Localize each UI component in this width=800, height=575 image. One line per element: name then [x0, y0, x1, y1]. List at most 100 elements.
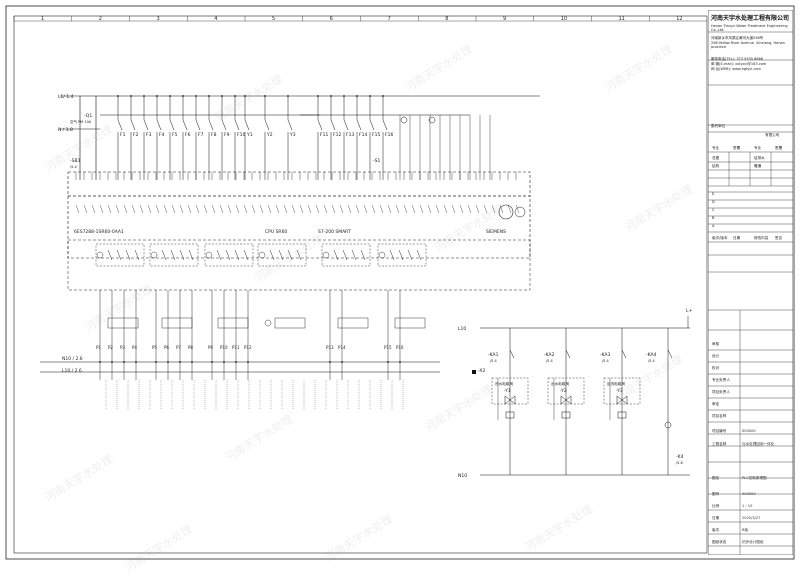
k4-label: -K4 — [676, 454, 684, 460]
solenoid-valve-icon — [560, 395, 572, 405]
output-label: P4 — [132, 345, 137, 350]
output-label: P1 — [96, 345, 101, 350]
field-value: PLC控制原理图 — [742, 476, 767, 480]
sb1-label: -SB1 — [70, 158, 81, 164]
role-header: 签署 — [733, 146, 741, 150]
bus-node — [343, 95, 345, 97]
field-label: 图号 — [712, 492, 720, 496]
review-row-label: 审定 — [712, 402, 720, 406]
output-label: P13 — [326, 345, 334, 350]
column-number: 9 — [503, 16, 506, 22]
plc-model-left: 6ES7288-1SR60-0AA1 — [74, 229, 124, 235]
input-label: F7 — [198, 132, 204, 138]
revision-letter: E — [712, 192, 715, 196]
input-label: F9 — [224, 132, 230, 138]
relay-contact — [667, 349, 673, 359]
role-header: 专业 — [754, 146, 762, 150]
field-value: 1 : 10 — [742, 504, 753, 508]
bus-node — [317, 95, 319, 97]
terminal-x2 — [472, 370, 476, 374]
contactor-block — [217, 317, 249, 329]
contact-blade — [369, 119, 375, 131]
bus-node — [264, 95, 266, 97]
input-label: F6 — [185, 132, 191, 138]
relay-coil-symbol — [322, 251, 330, 259]
bus-node — [369, 95, 371, 97]
bus-node — [244, 95, 246, 97]
contact-blade — [130, 119, 136, 131]
valve-circuit: -KA1/5.4-KA2/5.4-KA3/5.4-KA4/5.4进水电磁阀-Y1… — [472, 316, 689, 475]
review-row-label: 专业负责人 — [712, 378, 730, 382]
output-label: P15 — [384, 345, 392, 350]
relay-ref: /5.4 — [546, 359, 554, 363]
column-number: 3 — [157, 16, 160, 22]
field-label: 图名 — [712, 476, 720, 480]
input-label: F14 — [359, 132, 367, 138]
input-label: F2 — [133, 132, 139, 138]
output-label: P7 — [176, 345, 181, 350]
field-value: B版 — [742, 528, 749, 532]
output-label: P11 — [232, 345, 240, 350]
contact-blade — [234, 119, 240, 131]
input-label: F16 — [385, 132, 393, 138]
field-label: 比例 — [712, 504, 720, 508]
solenoid-coil-icon — [561, 411, 571, 419]
plc-bottom-terminal-block — [67, 239, 531, 291]
valve-note: 出水电磁阀 — [551, 381, 569, 386]
bus-node — [143, 95, 145, 97]
plc-series: S7-200 SMART — [318, 229, 351, 235]
input-label: F4 — [159, 132, 165, 138]
column-number: 10 — [561, 16, 567, 22]
column-number: 8 — [445, 16, 448, 22]
contact-blade — [356, 119, 362, 131]
output-label: P10 — [220, 345, 228, 350]
bus-node — [399, 361, 401, 363]
contact-blade — [244, 119, 250, 131]
contact-blade — [221, 119, 227, 131]
output-label: P12 — [244, 345, 252, 350]
bus-node — [123, 361, 125, 363]
input-label: F13 — [346, 132, 354, 138]
review-row-label: 审核 — [712, 342, 720, 346]
input-label: F10 — [237, 132, 245, 138]
relay-coil-symbol — [205, 251, 213, 259]
input-label: F12 — [333, 132, 341, 138]
role-cell: 给排水 — [754, 156, 765, 160]
field-label: 日期 — [712, 516, 720, 520]
valve-note: 进水电磁阀 — [495, 381, 513, 386]
company-web: 网 址(WEB): www.hgtycl.com — [711, 67, 761, 71]
contact-blade — [143, 119, 149, 131]
output-label: P6 — [164, 345, 169, 350]
contact-blade — [330, 119, 336, 131]
issue-label: 修改内容 — [754, 236, 769, 240]
review-row-label: 校对 — [712, 366, 720, 370]
owner-suffix: 有限公司 — [765, 133, 780, 137]
revision-letter: D — [712, 200, 715, 204]
company-address-cn: 河南新乡市凤泉区黄河大道298号 — [711, 36, 764, 40]
n10b-label: N10 — [458, 473, 467, 479]
role-cell: 结构 — [712, 164, 720, 168]
valve-label: -Y2 — [560, 388, 567, 394]
relay-coil-symbol — [150, 251, 158, 259]
bus-node — [341, 361, 343, 363]
valve-label: -Y1 — [504, 388, 511, 394]
plc-ac-source-symbol — [498, 204, 514, 220]
field-value: 初步设计图纸 — [742, 540, 764, 544]
bus-node — [117, 95, 119, 97]
solenoid-coil-icon — [505, 411, 515, 419]
owner-label: 委托单位 — [711, 124, 726, 128]
column-number: 7 — [388, 16, 391, 22]
column-number: 2 — [99, 16, 102, 22]
relay-label: -KA3 — [600, 352, 611, 358]
bus-node — [247, 361, 249, 363]
relay-label: -KA4 — [646, 352, 657, 358]
review-row-label: 项目负责人 — [712, 390, 730, 394]
input-label: F11 — [320, 132, 328, 138]
bus-node — [179, 361, 181, 363]
bus-l1-label: L1/ 1.4 — [58, 94, 74, 100]
bus-node — [130, 95, 132, 97]
output-label: P5 — [152, 345, 157, 350]
contact-blade — [169, 119, 175, 131]
relay-contact — [565, 349, 571, 359]
input-label: F8 — [211, 132, 217, 138]
